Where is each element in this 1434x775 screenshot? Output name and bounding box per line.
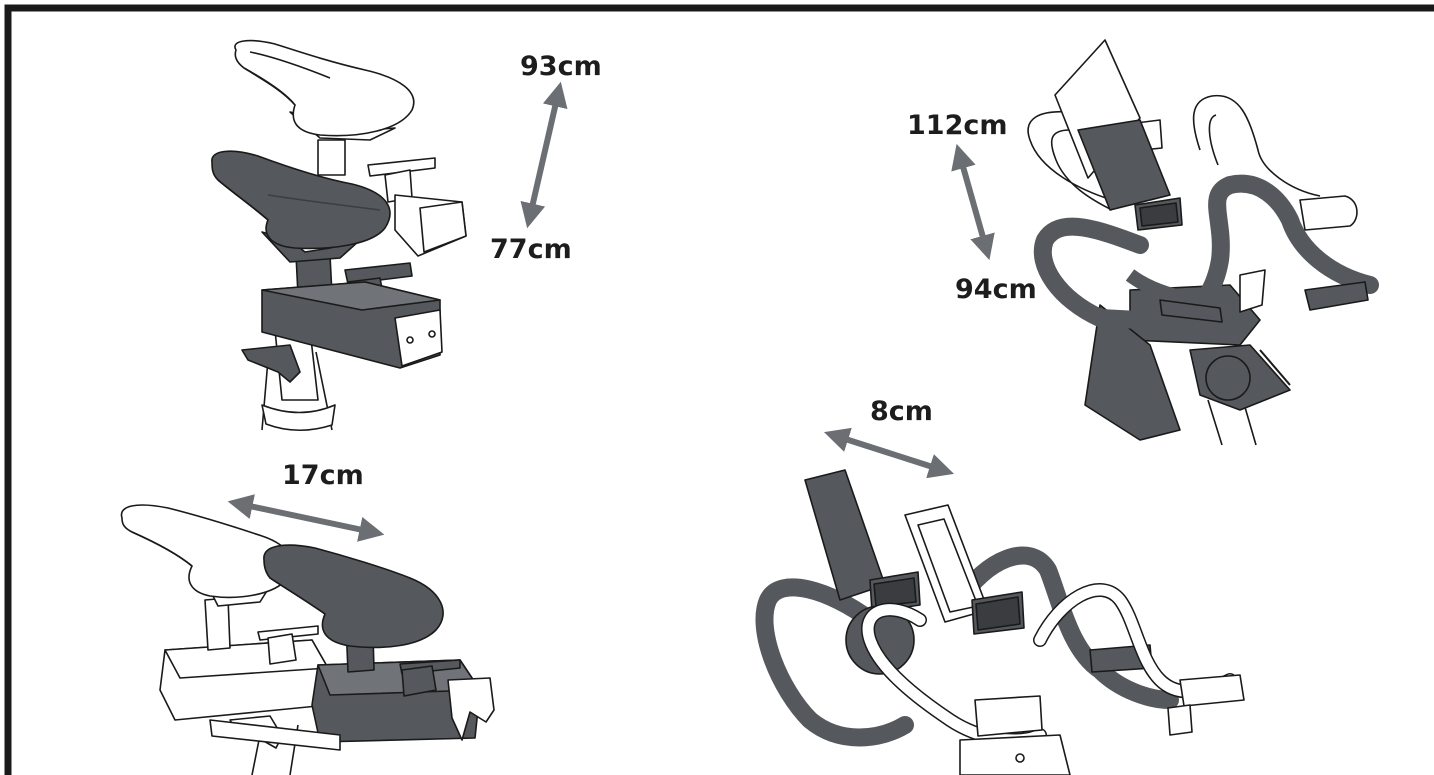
handlebar-height-arrow: [951, 143, 995, 261]
seat-height-min-label: 77cm: [490, 234, 572, 265]
handlebar-fore-aft-arrow: [824, 427, 954, 479]
rearward-handlebar: [755, 578, 914, 747]
seat-fore-aft-label: 17cm: [282, 460, 364, 491]
handlebar-height-min-label: 94cm: [955, 274, 1037, 305]
raised-seat-outline: [234, 39, 467, 257]
seat-height-arrow: [520, 81, 568, 229]
raised-handlebar-outline: [1027, 39, 1358, 231]
handlebar-fore-aft-panel: [755, 469, 1245, 775]
seat-fore-aft-arrow: [227, 494, 385, 542]
diagram-border: [4, 4, 1434, 775]
lowered-handlebar: [1033, 174, 1379, 331]
handlebar-height-max-label: 112cm: [907, 110, 1008, 141]
seat-height-panel: [211, 39, 467, 432]
lowered-seat: [211, 150, 443, 383]
seat-height-max-label: 93cm: [520, 51, 602, 82]
handlebar-height-panel: [1027, 39, 1379, 446]
handlebar-fore-aft-label: 8cm: [870, 396, 933, 427]
seat-fore-aft-panel: [120, 504, 495, 775]
